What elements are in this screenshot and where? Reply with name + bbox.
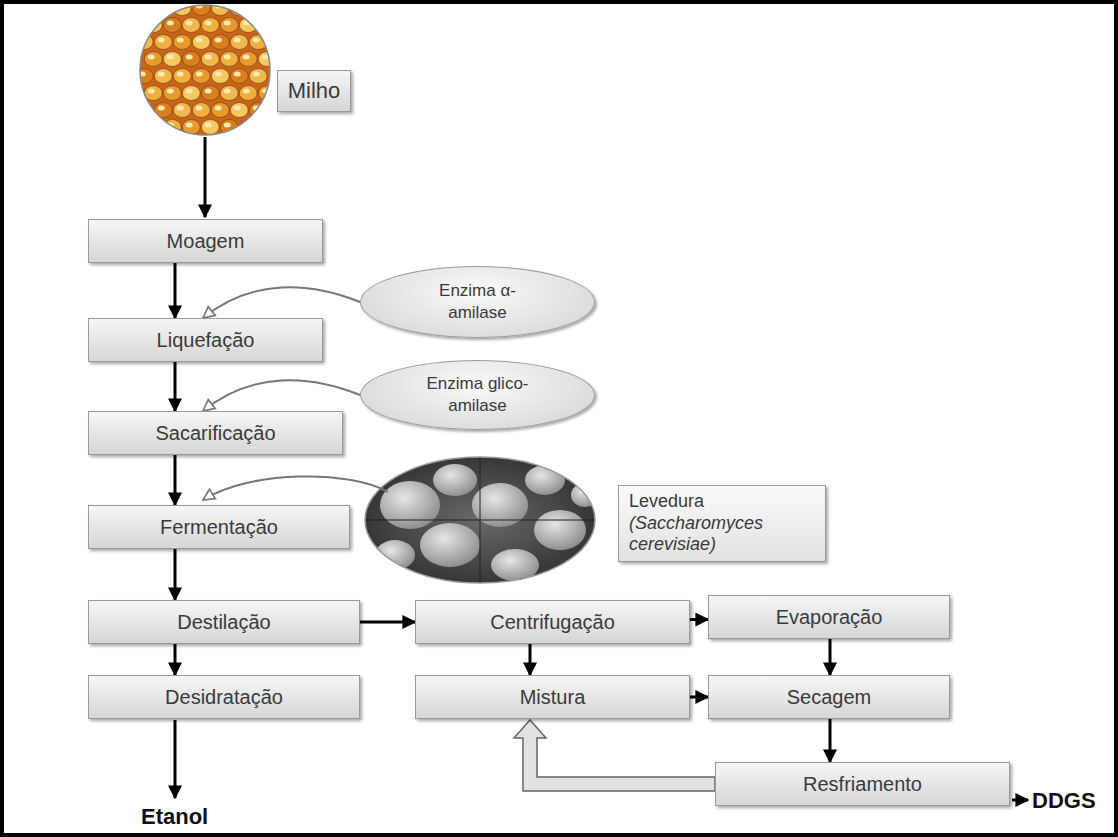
node-text: Desidratação	[165, 686, 283, 709]
flow-arrow	[690, 618, 708, 621]
flow-arrow	[829, 639, 832, 675]
node-text: Fermentação	[160, 516, 278, 539]
process-box: Evaporação	[708, 595, 950, 639]
output-label: Etanol	[141, 804, 208, 830]
enzyme-ellipse: Enzima α- amilase	[360, 266, 595, 338]
process-box: Mistura	[415, 675, 690, 719]
flow-arrow	[360, 621, 415, 624]
process-box: Destilação	[88, 600, 360, 644]
process-box: Sacarificação	[88, 411, 343, 455]
flow-arrow	[529, 644, 532, 675]
flow-arrow	[174, 362, 177, 411]
flow-arrow	[174, 263, 177, 318]
node-text: Secagem	[787, 686, 872, 709]
process-box: Resfriamento	[715, 762, 1010, 806]
node-text: Centrifugação	[490, 611, 615, 634]
corn-arrow	[204, 137, 207, 217]
node-text: Enzima glico- amilase	[408, 373, 548, 417]
node-text: Levedura	[629, 491, 815, 513]
flow-arrow	[174, 644, 177, 675]
corn-photo-rim	[140, 5, 270, 135]
node-text: Milho	[288, 78, 341, 104]
flow-arrow	[203, 287, 360, 318]
corn-photo	[135, 1, 276, 136]
node-text: Destilação	[177, 611, 270, 634]
node-text: Evaporação	[776, 606, 883, 629]
label-box: Levedura(Saccharomyces cerevisiae)	[618, 485, 826, 562]
node-text: Mistura	[520, 686, 586, 709]
ddgs-arrow	[1012, 799, 1028, 802]
output-label: DDGS	[1032, 788, 1096, 814]
flow-arrow	[690, 696, 708, 699]
flow-arrow	[514, 720, 715, 791]
process-box: Liquefação	[88, 318, 323, 362]
process-box: Desidratação	[88, 675, 360, 719]
label-box: Milho	[277, 70, 351, 112]
ethanol-arrow	[174, 720, 177, 798]
yeast-photo	[360, 455, 600, 585]
enzyme-ellipse: Enzima glico- amilase	[360, 360, 595, 430]
node-text: Enzima α- amilase	[408, 280, 548, 324]
flow-arrow	[174, 455, 177, 505]
flow-arrow	[829, 719, 832, 762]
process-box: Centrifugação	[415, 600, 690, 644]
process-box: Fermentação	[88, 505, 350, 549]
process-box: Secagem	[708, 675, 950, 719]
process-box: Moagem	[88, 219, 323, 263]
node-text: Resfriamento	[803, 773, 922, 796]
yeast-arrow	[203, 476, 388, 500]
node-text: (Saccharomyces cerevisiae)	[629, 513, 815, 556]
node-text: Liquefação	[157, 329, 255, 352]
flow-arrow	[174, 549, 177, 600]
yeast-photo-rim	[365, 457, 595, 583]
node-text: Moagem	[167, 230, 245, 253]
node-text: Sacarificação	[155, 422, 275, 445]
flow-arrow	[203, 380, 360, 411]
